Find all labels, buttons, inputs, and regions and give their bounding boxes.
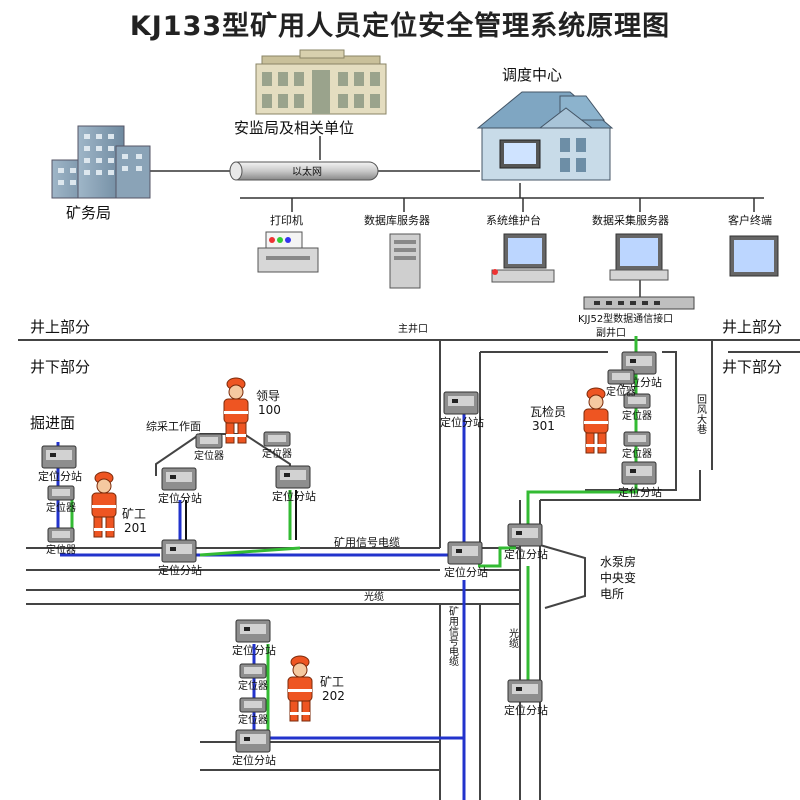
- signal-cable-label: 矿用信号电缆: [334, 536, 400, 549]
- tunneling-face-label: 掘进面: [30, 414, 75, 432]
- positioning-station: 定位分站: [618, 461, 662, 499]
- positioning-station: 定位分站: [440, 391, 484, 429]
- worker-id-label: 201: [124, 521, 147, 535]
- dispatch-center-label: 调度中心: [502, 66, 562, 84]
- pump-room-label-line-1: 水泵房: [600, 554, 636, 569]
- worker-id-label: 301: [532, 419, 555, 433]
- locator-device: 定位器: [606, 369, 636, 398]
- locator-device: 定位器: [46, 485, 76, 514]
- main-shaft-label: 主井口: [398, 322, 428, 335]
- positioning-station: 定位分站: [272, 465, 316, 503]
- worker-role-label: 矿工: [122, 507, 146, 521]
- station-label: 定位分站: [158, 563, 202, 577]
- safety-bureau-label: 安监局及相关单位: [234, 119, 354, 137]
- diagram-title: KJ133型矿用人员定位安全管理系统原理图: [129, 11, 671, 42]
- fiber-cables: [70, 336, 638, 730]
- locator-label: 定位器: [262, 447, 292, 460]
- locator-label: 定位器: [238, 713, 268, 726]
- client-terminal-computer-icon: [729, 235, 779, 277]
- return-air-label: 回风大巷: [695, 394, 707, 434]
- locator-label: 定位器: [46, 501, 76, 514]
- below-ground-label-right: 井下部分: [722, 358, 782, 376]
- worker-id-label: 100: [258, 403, 281, 417]
- station-label: 定位分站: [38, 469, 82, 483]
- signal-cable-vertical-label: 矿用信号电缆: [447, 605, 459, 666]
- signal-cables: [56, 412, 466, 800]
- station-label: 定位分站: [618, 485, 662, 499]
- worker-id-label: 202: [322, 689, 345, 703]
- locator-label: 定位器: [194, 449, 224, 462]
- interface-label: KJJ52型数据通信接口: [578, 312, 673, 325]
- aux-shaft-label: 副井口: [596, 326, 626, 339]
- locator-device: 定位器: [238, 663, 268, 692]
- pump-room-label-line-3: 电所: [600, 587, 624, 601]
- positioning-station: 定位分站: [444, 541, 488, 579]
- data-server-computer-icon: [609, 233, 669, 281]
- positioning-station: 定位分站: [232, 619, 276, 657]
- client-terminal-label: 客户终端: [728, 213, 772, 227]
- data-server-label: 数据采集服务器: [592, 213, 669, 227]
- below-ground-label: 井下部分: [30, 358, 90, 376]
- station-label: 定位分站: [158, 491, 202, 505]
- safety-bureau-building-icon: [255, 49, 387, 115]
- ethernet-label: 以太网: [292, 165, 322, 178]
- maint-station-label: 系统维护台: [486, 213, 541, 227]
- locator-label: 定位器: [46, 543, 76, 556]
- positioning-station: 定位分站: [504, 679, 548, 717]
- pump-room-label-line-2: 中央变: [600, 570, 636, 585]
- station-label: 定位分站: [444, 565, 488, 579]
- above-ground-label: 井上部分: [30, 318, 90, 336]
- dispatch-center-house-icon: [476, 91, 614, 181]
- db-server-label: 数据库服务器: [364, 213, 430, 227]
- worker-role-label: 领导: [256, 389, 280, 403]
- station-label: 定位分站: [504, 703, 548, 717]
- fiber-vertical-label: 光缆: [507, 627, 519, 648]
- positioning-station: 定位分站: [158, 467, 202, 505]
- mine-bureau-building-icon: [51, 125, 151, 199]
- locator-device: 定位器: [622, 393, 652, 422]
- locator-device: 定位器: [238, 697, 268, 726]
- locator-label: 定位器: [606, 385, 636, 398]
- station-label: 定位分站: [232, 643, 276, 657]
- positioning-station: 定位分站: [232, 729, 276, 767]
- locator-label: 定位器: [238, 679, 268, 692]
- above-ground-label-right: 井上部分: [722, 318, 782, 336]
- worker-role-label: 矿工: [320, 675, 344, 689]
- positioning-station: 定位分站: [38, 445, 82, 483]
- database-server-icon: [389, 233, 421, 289]
- station-label: 定位分站: [272, 489, 316, 503]
- fiber-label: 光缆: [364, 590, 384, 603]
- ethernet-pipe-icon: [229, 161, 379, 181]
- locator-device: 定位器: [46, 527, 76, 556]
- positioning-station: 定位分站: [158, 539, 202, 577]
- positioning-station: 定位分站: [504, 523, 548, 561]
- printer-icon: [257, 231, 319, 273]
- station-label: 定位分站: [440, 415, 484, 429]
- locator-label: 定位器: [622, 409, 652, 422]
- locator-label: 定位器: [622, 447, 652, 460]
- station-label: 定位分站: [232, 753, 276, 767]
- printer-label: 打印机: [270, 213, 303, 227]
- kjj52-interface-icon: [583, 296, 695, 310]
- stations-and-locators: 定位分站定位分站定位分站定位分站定位分站定位分站定位分站定位分站定位分站定位分站…: [38, 351, 662, 767]
- working-face-label: 综采工作面: [146, 419, 201, 433]
- locator-device: 定位器: [194, 433, 224, 462]
- locator-device: 定位器: [622, 431, 652, 460]
- locator-device: 定位器: [262, 431, 292, 460]
- tunnel-outlines: [26, 340, 800, 800]
- station-label: 定位分站: [504, 547, 548, 561]
- worker-role-label: 瓦检员: [530, 404, 566, 419]
- mine-bureau-label: 矿务局: [66, 204, 111, 222]
- maintenance-station-computer-icon: [491, 233, 555, 283]
